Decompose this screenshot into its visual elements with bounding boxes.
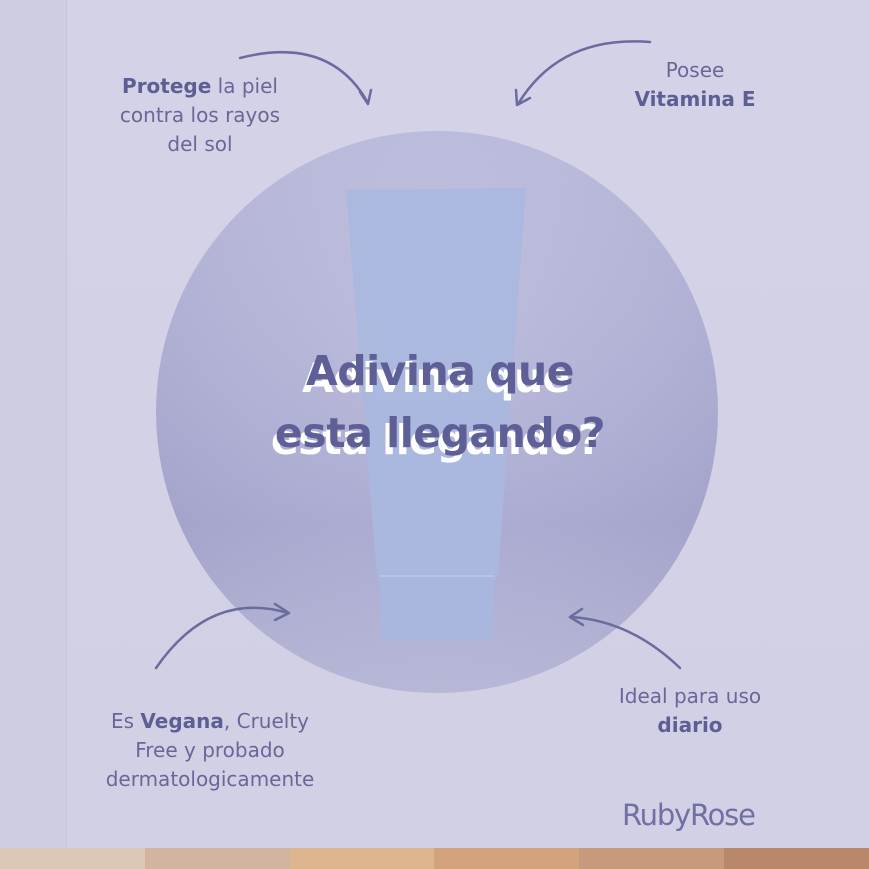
- color-swatch-bar: [0, 848, 869, 869]
- headline-line-1: Adivina que: [306, 347, 574, 395]
- feature-vitamin-e-bold: Vitamina E: [634, 87, 756, 111]
- feature-sun-protection-line3: del sol: [167, 132, 233, 156]
- left-panel-strip: [0, 0, 67, 848]
- swatch-3: [289, 848, 435, 869]
- brand-logo: RubyRose: [622, 798, 756, 832]
- feature-vegan-post: , Cruelty: [223, 709, 310, 733]
- feature-sun-protection: Protege la piel contra los rayos del sol: [80, 72, 320, 159]
- feature-vegan-bold: Vegana: [140, 709, 224, 733]
- product-tube-silhouette: [346, 188, 526, 640]
- swatch-1: [0, 848, 145, 869]
- feature-daily-use: Ideal para uso diario: [580, 682, 800, 740]
- feature-vegan-line2: Free y probado: [135, 738, 285, 762]
- feature-daily-use-line1: Ideal para uso: [618, 684, 762, 708]
- headline-line-2: esta llegando?: [274, 409, 606, 457]
- swatch-5: [579, 848, 725, 869]
- feature-sun-protection-bold: Protege: [122, 74, 212, 98]
- feature-vitamin-e: Posee Vitamina E: [590, 56, 800, 114]
- swatch-6: [724, 848, 869, 869]
- feature-vegan: Es Vegana, Cruelty Free y probado dermat…: [60, 707, 360, 794]
- swatch-4: [434, 848, 580, 869]
- headline: Adivina que esta llegando?: [200, 340, 680, 464]
- feature-sun-protection-line2: contra los rayos: [119, 103, 281, 127]
- feature-vegan-line3: dermatologicamente: [105, 767, 315, 791]
- feature-vitamin-e-line1: Posee: [665, 58, 725, 82]
- swatch-2: [144, 848, 290, 869]
- feature-sun-protection-text: la piel: [211, 74, 278, 98]
- feature-daily-use-bold: diario: [657, 713, 723, 737]
- feature-vegan-pre: Es: [110, 709, 141, 733]
